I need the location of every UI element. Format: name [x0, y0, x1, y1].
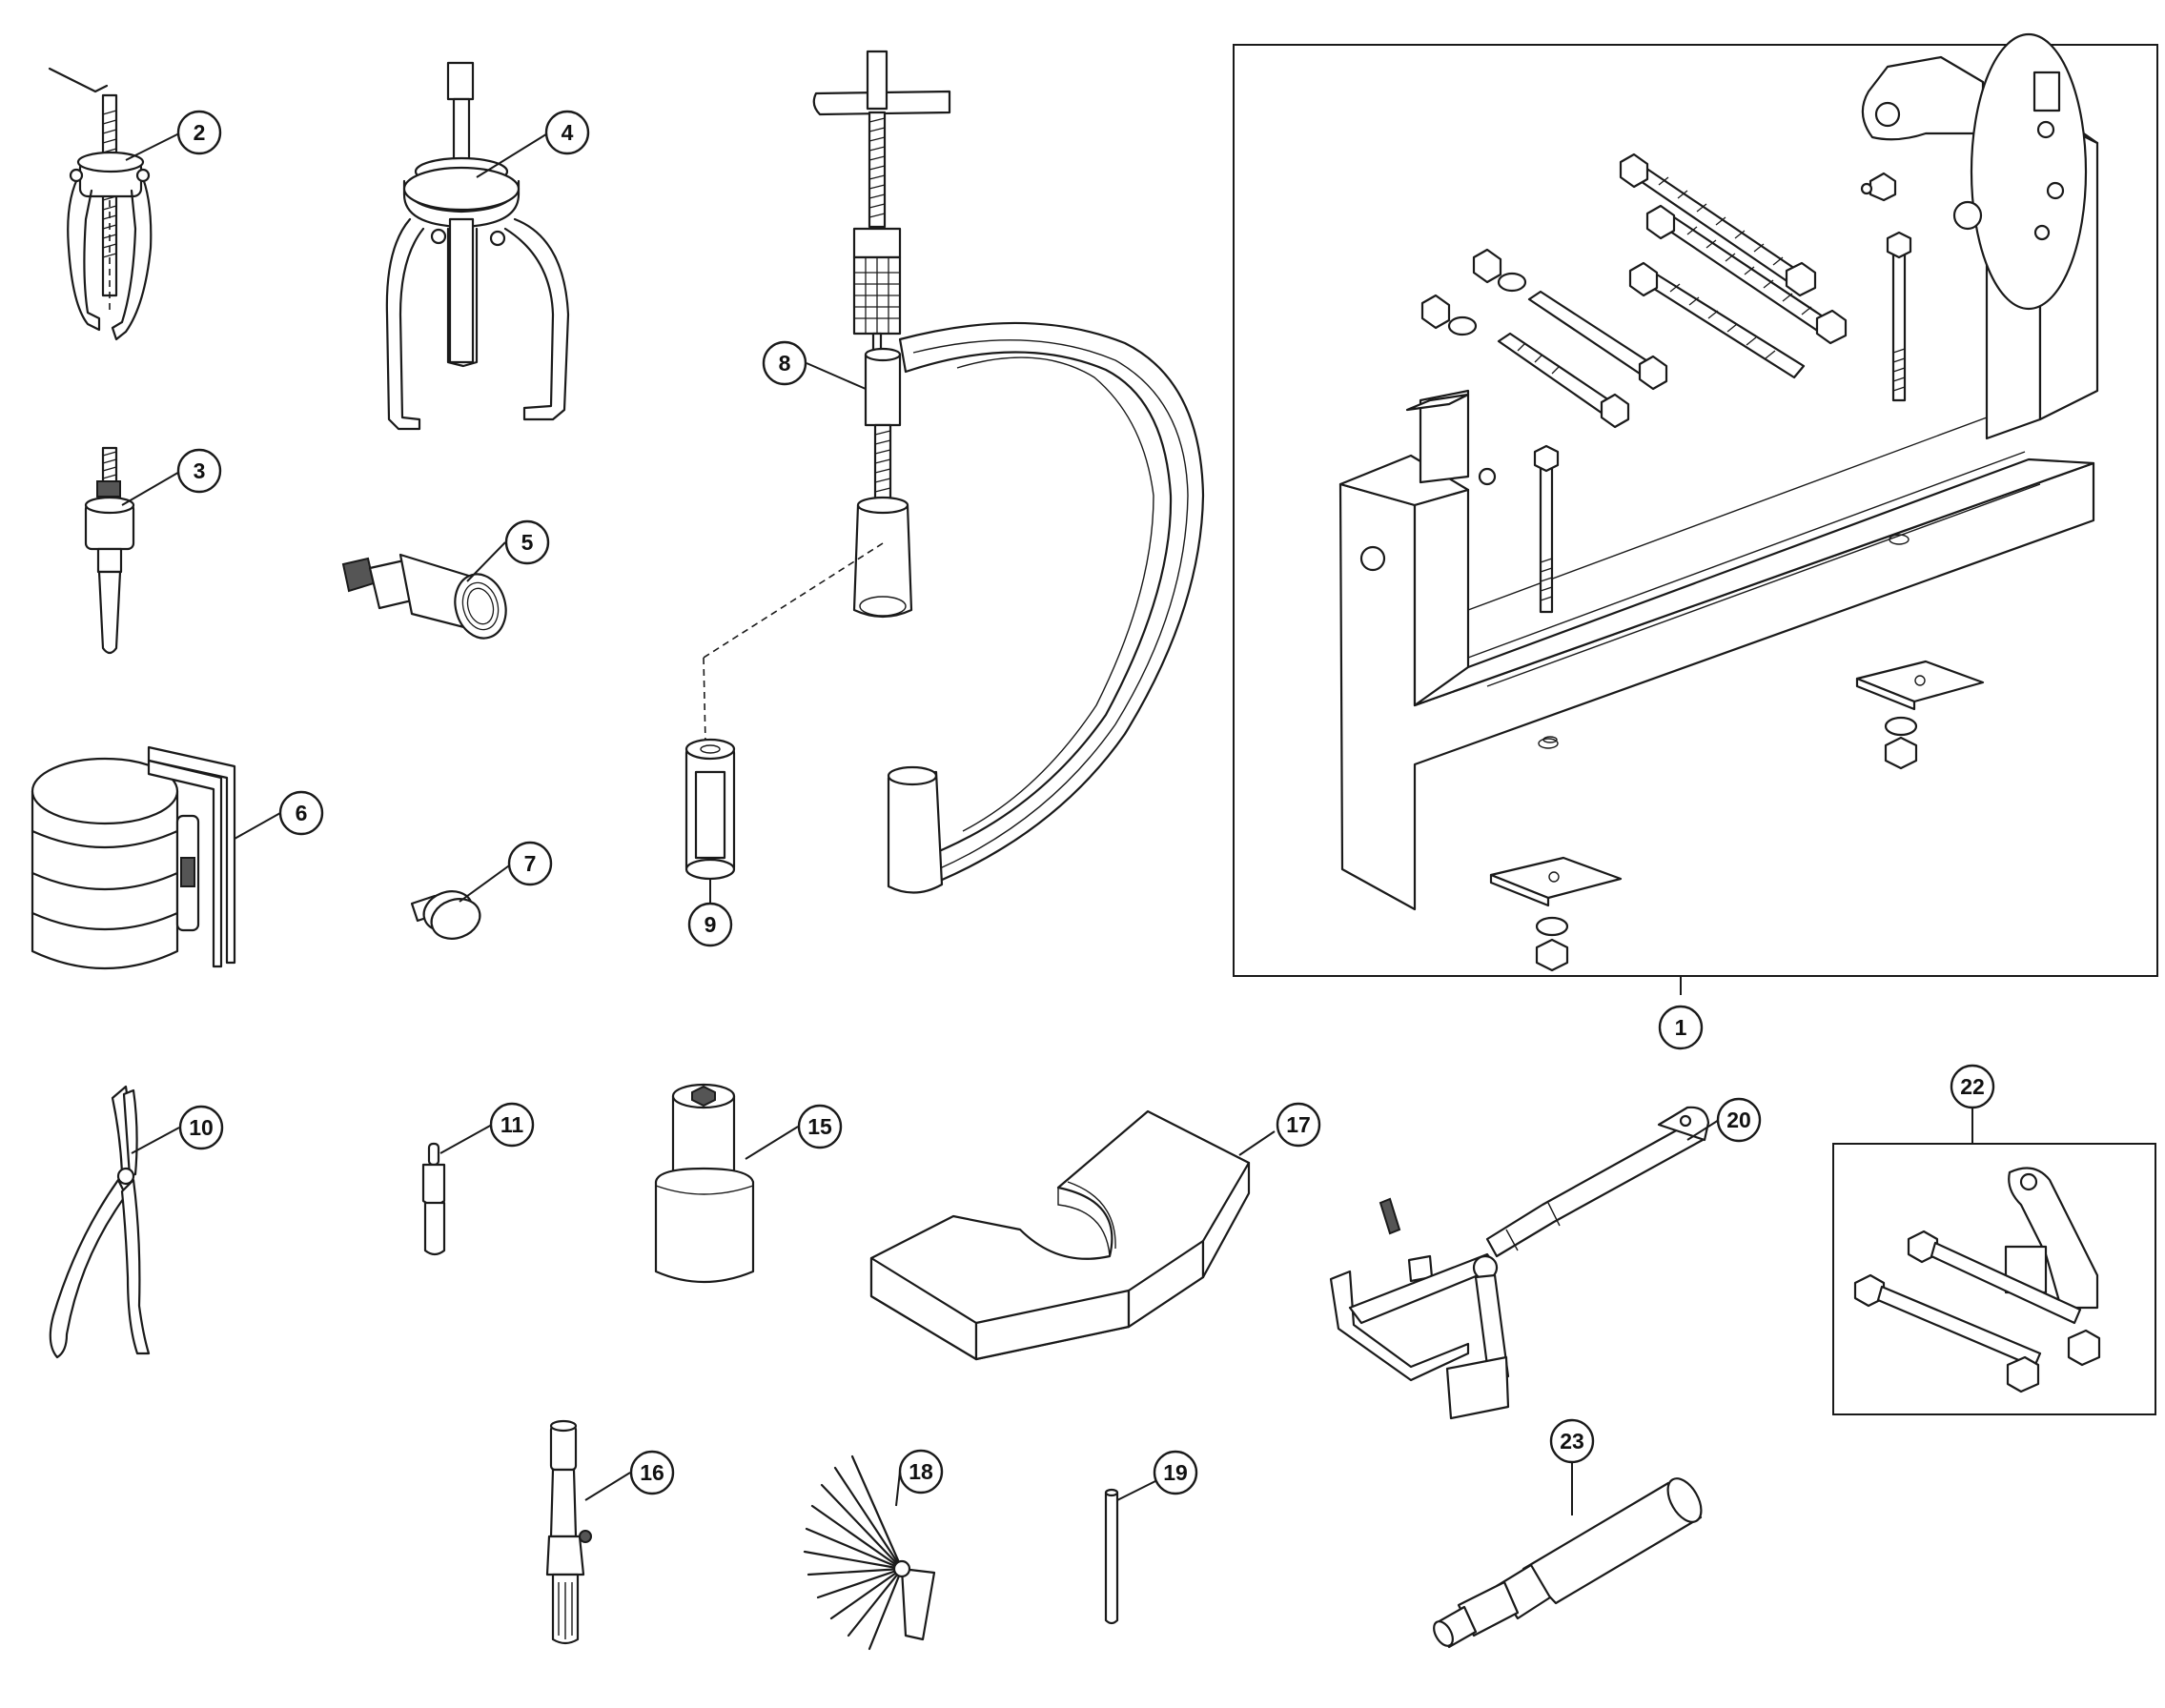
svg-text:17: 17	[1286, 1112, 1311, 1137]
valve-spring-compressor-icon	[703, 50, 1205, 894]
rod-pin-icon	[1104, 1488, 1119, 1625]
socket-icon	[654, 1083, 755, 1284]
svg-text:15: 15	[807, 1114, 832, 1139]
svg-text:23: 23	[1560, 1429, 1584, 1454]
svg-text:4: 4	[562, 120, 574, 145]
compressor-cage-adapter-icon	[684, 738, 736, 881]
svg-text:11: 11	[500, 1112, 524, 1137]
callout-4: 4	[544, 110, 590, 155]
svg-text:3: 3	[194, 458, 206, 483]
callout-11: 11	[489, 1102, 535, 1148]
callout-1: 1	[1658, 1005, 1704, 1050]
bolt-set	[1420, 152, 1912, 614]
svg-text:1: 1	[1675, 1015, 1687, 1040]
callout-6: 6	[278, 790, 324, 836]
callout-2: 2	[176, 110, 222, 155]
svg-text:18: 18	[909, 1459, 933, 1484]
callout-3: 3	[176, 448, 222, 494]
svg-text:8: 8	[779, 351, 791, 376]
svg-text:9: 9	[705, 912, 717, 937]
callout-22: 22	[1950, 1064, 1995, 1109]
feeler-gauge-icon	[803, 1454, 936, 1651]
puller-three-jaw-small-icon	[48, 67, 153, 341]
engine-stand-frame	[1233, 44, 2158, 977]
foot-plate-set	[1489, 660, 1985, 972]
callout-5: 5	[504, 519, 550, 565]
callout-17: 17	[1276, 1102, 1321, 1148]
svg-text:19: 19	[1163, 1460, 1188, 1485]
svg-text:5: 5	[521, 530, 534, 555]
drift-installer-icon	[1433, 1477, 1703, 1649]
circlip-pliers-icon	[49, 1085, 151, 1359]
svg-text:22: 22	[1960, 1074, 1985, 1099]
svg-text:2: 2	[194, 120, 206, 145]
svg-text:16: 16	[640, 1460, 664, 1485]
pin-punch-icon	[421, 1142, 446, 1256]
threaded-adapter-icon	[341, 553, 507, 640]
callout-8: 8	[762, 340, 807, 386]
bracket-kit-frame	[1832, 1143, 2156, 1415]
puller-three-jaw-large-icon	[385, 61, 570, 431]
support-plate-icon	[869, 1109, 1251, 1361]
svg-text:6: 6	[296, 801, 308, 825]
piston-ring-compressor-icon	[31, 745, 236, 969]
callout-16: 16	[629, 1450, 675, 1495]
slide-hammer-puller-icon	[84, 446, 135, 655]
engine-stand-kit-icon	[1338, 32, 2099, 972]
callout-19: 19	[1153, 1450, 1198, 1495]
holding-tool-icon	[1329, 1106, 1710, 1420]
svg-text:10: 10	[189, 1115, 214, 1140]
callout-18: 18	[898, 1449, 944, 1494]
svg-text:7: 7	[524, 851, 537, 876]
bracket-kit-icon	[1853, 1167, 2101, 1393]
thumb-screw-icon	[410, 890, 481, 940]
callout-23: 23	[1549, 1418, 1595, 1464]
callout-9: 9	[687, 902, 733, 947]
socket-bit-driver-icon	[545, 1419, 592, 1645]
svg-text:20: 20	[1726, 1108, 1751, 1132]
callout-10: 10	[178, 1105, 224, 1150]
callout-15: 15	[797, 1104, 843, 1149]
callout-20: 20	[1716, 1097, 1762, 1143]
callout-7: 7	[507, 841, 553, 886]
